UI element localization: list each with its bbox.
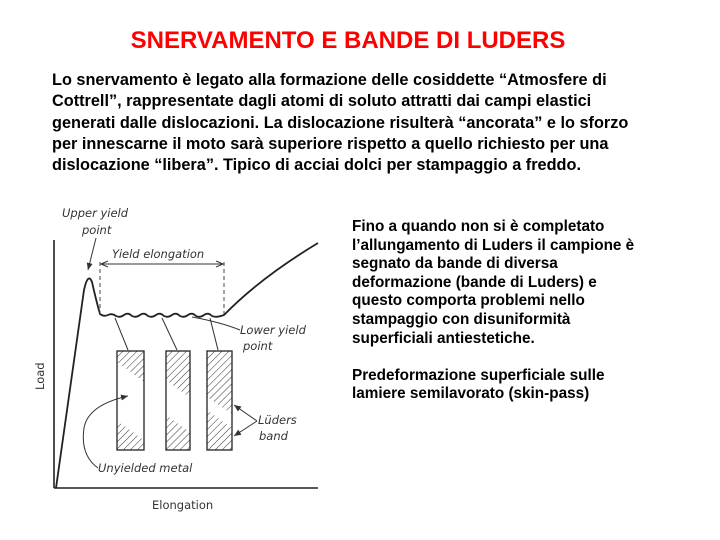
side-line: segnato da bande di diversa	[352, 255, 558, 273]
intro-line: per innescarne il moto sarà superiore ri…	[52, 134, 609, 153]
intro-line: dislocazione “libera”. Tipico di acciai …	[52, 156, 581, 175]
slide-title-text: SNERVAMENTO E BANDE DI LUDERS	[130, 27, 566, 54]
label-unyielded: Unyielded metal	[98, 461, 193, 475]
intro-paragraph: Lo snervamento è legato alla formazione …	[52, 70, 712, 176]
x-axis-label: Elongation	[152, 498, 213, 512]
label-upper-yield-2: point	[81, 223, 112, 237]
side-text: Fino a quando non si è completato l’allu…	[352, 218, 712, 404]
specimen-2	[165, 350, 191, 451]
intro-line: Lo snervamento è legato alla formazione …	[52, 71, 607, 89]
side-line: superficiali antiestetiche.	[352, 329, 535, 347]
side-line: l’allungamento di Luders il campione è	[352, 236, 635, 254]
side-line: Fino a quando non si è completato	[352, 218, 605, 235]
intro-line: Cottrell”, rappresentate dagli atomi di …	[52, 92, 592, 111]
side-line: lamiere semilavorato (skin-pass)	[352, 385, 590, 403]
label-lower-yield-1: Lower yield	[240, 323, 307, 337]
label-luders-1: Lüders	[258, 413, 297, 427]
y-axis-label: Load	[33, 362, 47, 390]
slide-title: SNERVAMENTO E BANDE DI LUDERS	[0, 27, 720, 55]
side-line: Predeformazione superficiale sulle	[352, 366, 605, 384]
side-line: stampaggio con disuniformità	[352, 310, 571, 328]
load-curve	[55, 242, 319, 489]
label-yield-elongation: Yield elongation	[112, 247, 204, 261]
side-line: questo comporta problemi nello	[352, 292, 585, 310]
specimen-1	[116, 350, 145, 451]
side-line: deformazione (bande di Luders) e	[352, 273, 597, 291]
label-luders-2: band	[259, 429, 289, 443]
label-lower-yield-2: point	[242, 339, 273, 353]
label-upper-yield-1: Upper yield	[62, 206, 129, 220]
intro-line: generati dalle dislocazioni. La dislocaz…	[52, 113, 629, 132]
specimen-3	[206, 350, 233, 451]
